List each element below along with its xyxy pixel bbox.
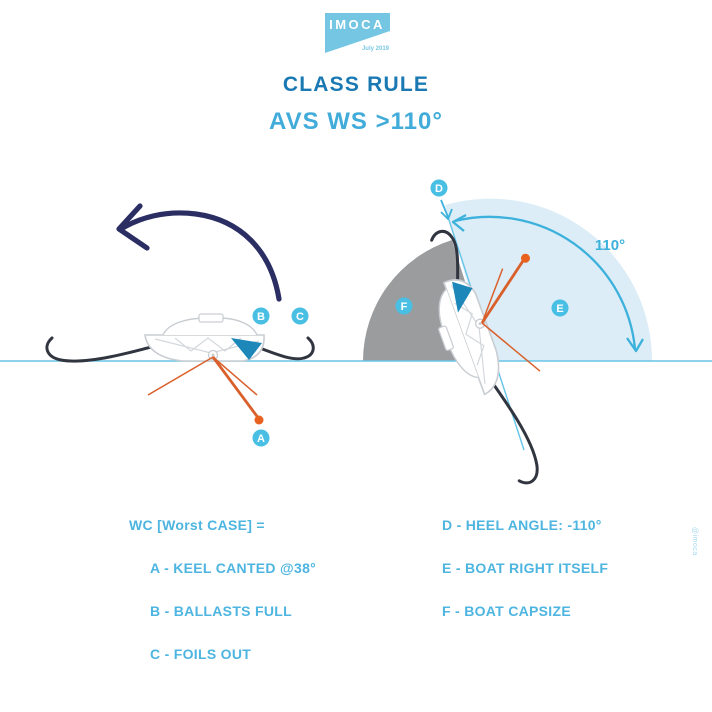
page-subtitle: AVS WS >110° bbox=[269, 108, 443, 135]
marker-B-letter: B bbox=[257, 311, 265, 323]
imoca-logo-shape bbox=[325, 13, 390, 53]
heel-angle-arc bbox=[454, 215, 637, 350]
marker-A-letter: A bbox=[257, 433, 265, 445]
credit-watermark: @imoca bbox=[691, 527, 698, 556]
imoca-logo: IMOCA July 2019 bbox=[325, 13, 390, 53]
arc-arrowhead-left bbox=[451, 213, 467, 232]
marker-F-circle bbox=[395, 297, 413, 315]
marker-B: B bbox=[252, 307, 270, 325]
boat-upright bbox=[45, 312, 315, 426]
marker-F: F bbox=[395, 297, 413, 315]
legend-item-c: C - FOILS OUT bbox=[150, 646, 251, 662]
marker-C-letter: C bbox=[296, 311, 304, 323]
page-title: CLASS RULE bbox=[283, 73, 429, 96]
marker-F-letter: F bbox=[401, 301, 408, 313]
arc-arrowhead-right bbox=[626, 337, 644, 353]
rotation-arrow-head bbox=[116, 203, 150, 251]
marker-A-circle bbox=[252, 429, 270, 447]
heel-pointer-arrowhead bbox=[440, 208, 453, 220]
legend-item-a: A - KEEL CANTED @38° bbox=[150, 560, 316, 576]
rotation-arrow bbox=[116, 203, 282, 302]
marker-B-circle bbox=[252, 307, 270, 325]
marker-A: A bbox=[252, 429, 270, 447]
legend-worst-case: WC [Worst CASE] = bbox=[129, 517, 265, 533]
legend-item-f: F - BOAT CAPSIZE bbox=[442, 603, 571, 619]
marker-D: D bbox=[430, 179, 448, 197]
rotation-arrow-shaft bbox=[118, 210, 282, 302]
legend-item-b: B - BALLASTS FULL bbox=[150, 603, 292, 619]
legend-item-d: D - HEEL ANGLE: -110° bbox=[442, 517, 602, 533]
righting-sector-pale bbox=[445, 198, 653, 361]
marker-E-circle bbox=[551, 299, 569, 317]
marker-E: E bbox=[551, 299, 569, 317]
legend: WC [Worst CASE] = A - KEEL CANTED @38° B… bbox=[129, 517, 608, 662]
legend-item-e: E - BOAT RIGHT ITSELF bbox=[442, 560, 608, 576]
heel-pointer-arrow bbox=[440, 199, 449, 218]
marker-E-letter: E bbox=[556, 303, 563, 315]
marker-D-circle bbox=[430, 179, 448, 197]
marker-C-circle bbox=[291, 307, 309, 325]
marker-D-letter: D bbox=[435, 183, 443, 195]
imoca-logo-date: July 2019 bbox=[362, 46, 390, 52]
imoca-logo-text: IMOCA bbox=[329, 17, 385, 32]
marker-C: C bbox=[291, 307, 309, 325]
angle-value-label: 110° bbox=[595, 237, 625, 254]
